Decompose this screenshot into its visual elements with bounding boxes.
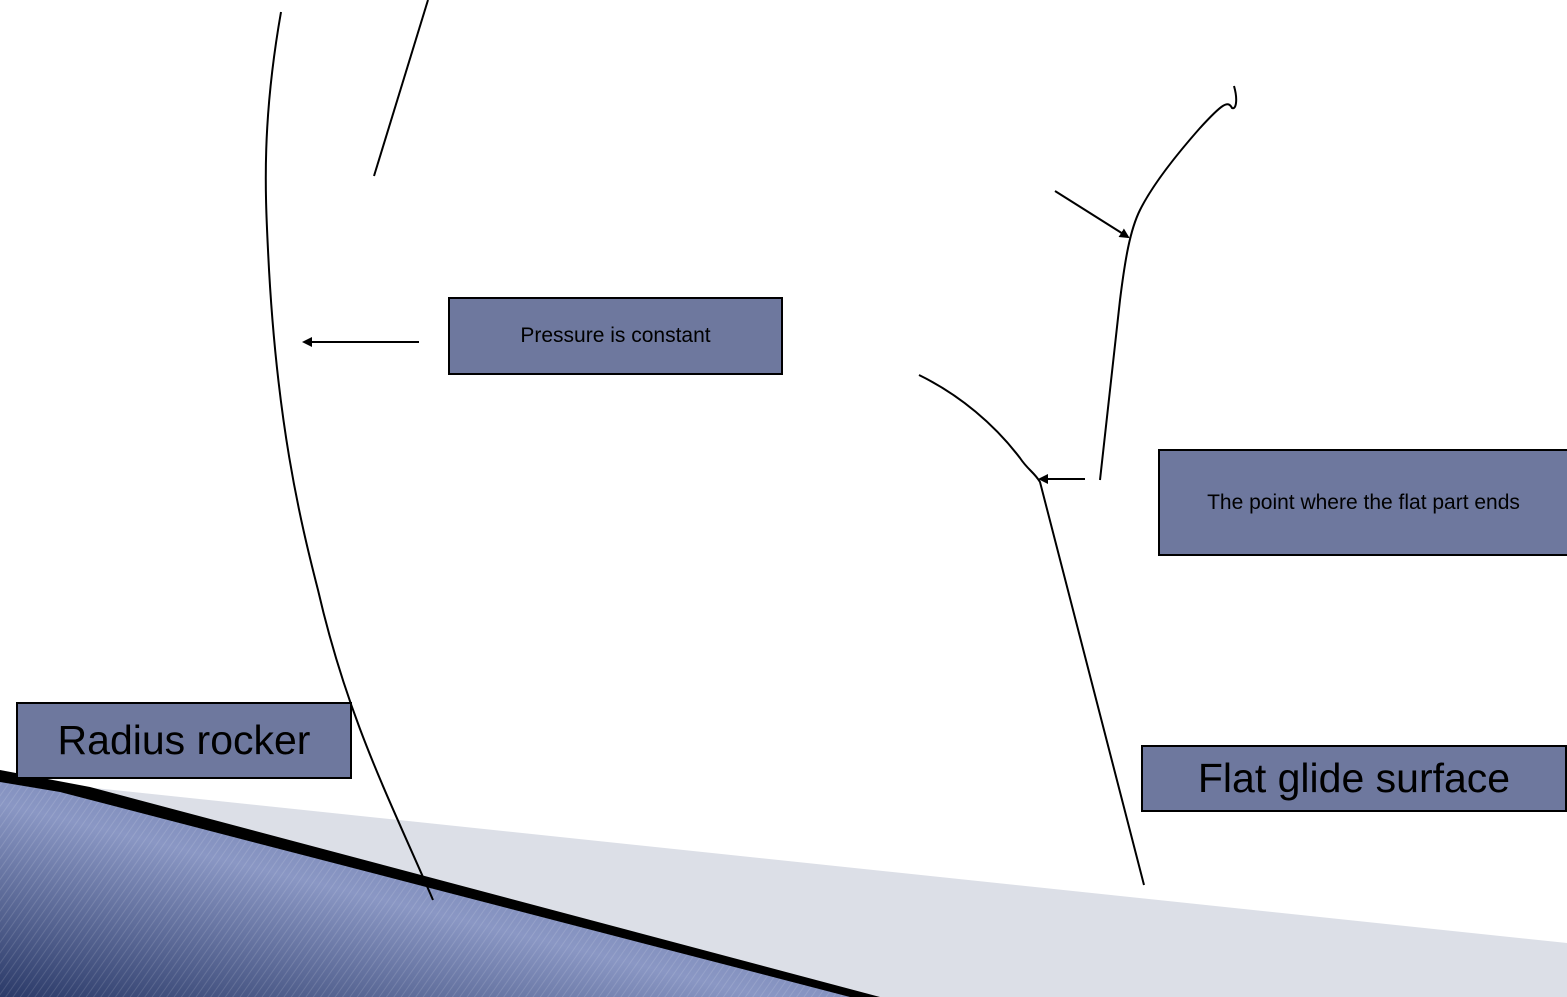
flat-point-label: The point where the flat part ends [1207,490,1520,514]
radius-top-line [373,0,429,177]
pressure-label-box: Pressure is constant [448,297,783,375]
radius-rocker-curve [264,11,434,901]
base-blue-texture [0,782,850,997]
flat-glide-label: Flat glide surface [1197,755,1511,801]
flat-point-label-box: The point where the flat part ends [1158,449,1567,556]
upper-right-curve [1099,85,1238,481]
pressure-label: Pressure is constant [520,324,711,347]
upper-curve-arrow [1054,190,1130,239]
flat-glide-curve [918,374,1145,886]
radius-rocker-label-box: Radius rocker [16,702,352,779]
flat-glide-label-box: Flat glide surface [1141,745,1567,812]
radius-rocker-label: Radius rocker [57,717,311,763]
